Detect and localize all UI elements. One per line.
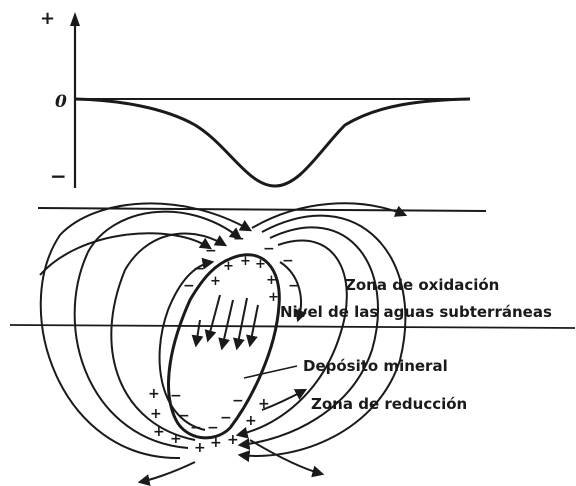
negative-charge: − xyxy=(220,410,232,426)
current-line xyxy=(249,439,325,478)
vertical-axis-arrow xyxy=(70,12,80,26)
negative-charge: − xyxy=(288,278,300,294)
current-line xyxy=(237,226,379,451)
negative-charge: − xyxy=(282,253,294,269)
positive-charge: + xyxy=(170,431,182,447)
current-line xyxy=(73,210,242,449)
positive-charge: + xyxy=(210,274,221,289)
axis-minus-sign: − xyxy=(50,164,67,188)
ore-body-leader xyxy=(243,365,298,379)
current-lines-left xyxy=(39,202,253,486)
negative-charge: − xyxy=(193,261,205,277)
current-line xyxy=(261,388,308,411)
positive-charge: + xyxy=(194,440,206,456)
negative-charge: − xyxy=(263,241,275,257)
negative-charge: − xyxy=(190,420,202,436)
internal-arrow xyxy=(218,299,234,351)
potential-graph: + 0 − xyxy=(37,8,487,212)
reduction-zone-label: Zona de reducción xyxy=(311,395,467,413)
current-line xyxy=(137,461,196,486)
current-line xyxy=(110,232,228,441)
cross-section: − − − − − − − + + + + + + + + + + + + + … xyxy=(9,202,576,486)
potential-curve xyxy=(74,97,471,188)
water-table-label: Nivel de las aguas subterráneas xyxy=(280,303,552,321)
positive-charge: + xyxy=(150,406,162,422)
current-line xyxy=(39,232,213,276)
positive-charge: + xyxy=(268,290,279,305)
negative-charge: − xyxy=(178,408,190,424)
internal-arrow xyxy=(245,304,259,348)
water-table-line xyxy=(9,324,576,329)
positive-charge: + xyxy=(153,424,165,440)
positive-charge: + xyxy=(266,273,277,288)
negative-charge: − xyxy=(170,388,182,404)
positive-charge: + xyxy=(227,432,239,448)
negative-charge: − xyxy=(207,420,219,436)
negative-charge: − xyxy=(205,243,217,259)
negative-charge: − xyxy=(233,231,245,247)
current-line xyxy=(235,239,348,439)
upper-charges: − − − − − − − + + + + + + xyxy=(183,231,300,305)
positive-charge: + xyxy=(255,257,266,272)
positive-charge: + xyxy=(223,259,234,274)
positive-charge: + xyxy=(245,413,257,429)
internal-arrow xyxy=(191,319,204,348)
labels: Zona de oxidación Nivel de las aguas sub… xyxy=(243,276,552,413)
positive-charge: + xyxy=(148,386,160,402)
axis-zero-label: 0 xyxy=(55,92,67,112)
internal-arrow xyxy=(204,294,221,343)
negative-charge: − xyxy=(183,278,195,294)
current-line xyxy=(251,202,408,229)
lower-charges: + + + + + + + + + − − − − − − xyxy=(148,386,270,456)
internal-arrow xyxy=(232,297,248,351)
current-line xyxy=(39,202,253,460)
current-line xyxy=(158,257,215,431)
current-line xyxy=(237,214,407,463)
positive-charge: + xyxy=(240,254,251,269)
ore-body xyxy=(167,253,281,440)
positive-charge: + xyxy=(210,435,222,451)
current-line xyxy=(279,261,307,323)
negative-charge: − xyxy=(232,393,244,409)
positive-charge: + xyxy=(258,396,270,412)
oxidation-zone-label: Zona de oxidación xyxy=(345,276,499,294)
current-lines-right xyxy=(235,202,408,478)
internal-currents xyxy=(191,294,259,351)
axis-plus-sign: + xyxy=(40,8,55,29)
ore-body-label: Depósito mineral xyxy=(303,357,448,375)
